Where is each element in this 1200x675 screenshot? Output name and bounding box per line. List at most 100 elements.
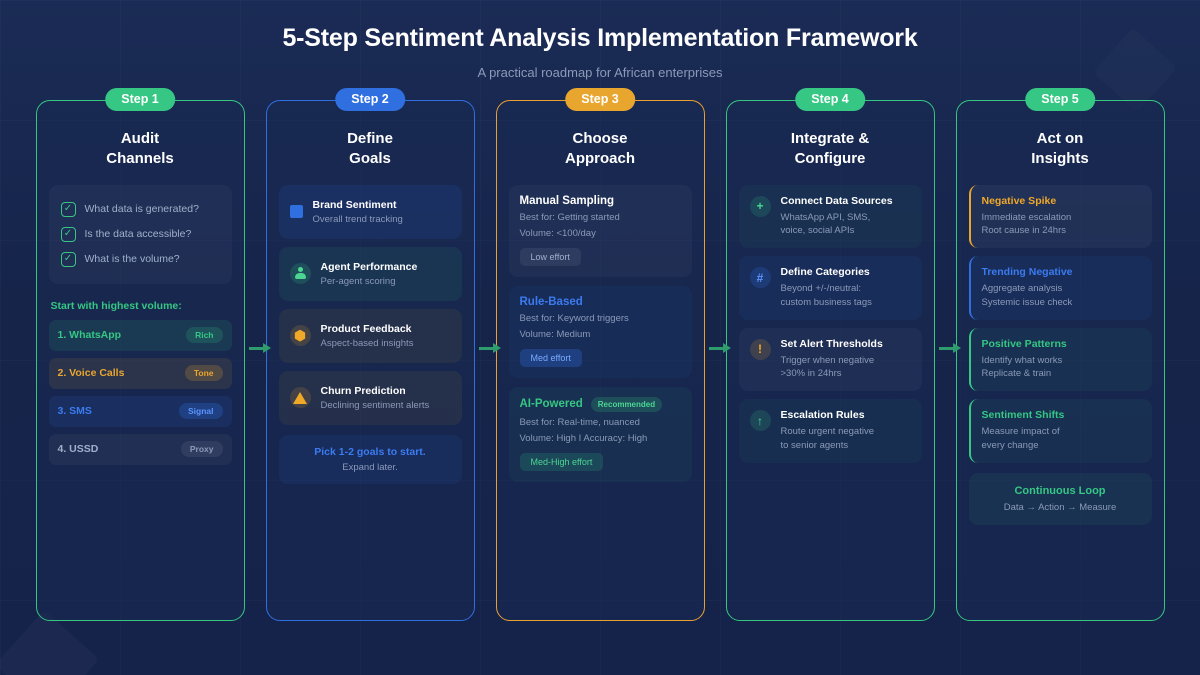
recommended-badge: Recommended (590, 396, 663, 412)
effort-badge: Med effort (519, 348, 582, 367)
checklist-label: What is the volume? (84, 253, 180, 266)
checklist-label: What data is generated? (84, 203, 199, 216)
flow-arrow-icon (708, 343, 731, 353)
channel-row[interactable]: 1. WhatsApp Rich (48, 319, 232, 351)
goal-description: Declining sentiment alerts (320, 399, 430, 411)
goal-name: Agent Performance (320, 260, 418, 273)
goal-description: Aspect-based insights (320, 337, 414, 349)
goal-tip-sub: Expand later. (342, 461, 398, 473)
goal-description: Per-agent scoring (320, 275, 396, 287)
step-badge: Step 2 (335, 88, 405, 111)
approach-name: AI-Powered (519, 398, 583, 411)
flow-arrow-icon (248, 343, 271, 353)
config-name: Connect Data Sources (780, 194, 893, 207)
channel-row[interactable]: 3. SMS Signal (48, 395, 232, 427)
person-icon (289, 263, 311, 285)
checklist-item[interactable]: ✓ What data is generated? (59, 197, 222, 222)
goal-name: Product Feedback (320, 322, 412, 335)
step-badge: Step 5 (1025, 88, 1095, 111)
goal-name: Brand Sentiment (312, 198, 397, 211)
insight-name: Trending Negative (981, 266, 1073, 279)
approach-detail: Best for: Real-time, nuanced (519, 416, 640, 428)
step-title: Integrate &Configure (790, 130, 870, 167)
approach-name: Rule-Based (519, 295, 583, 308)
channel-badge: Signal (178, 403, 223, 420)
step-card: Integrate &Configure + Connect Data Source… (725, 100, 935, 621)
goal-description: Overall trend tracking (312, 213, 403, 225)
channel-name: 3. SMS (57, 405, 92, 418)
approach-detail: Volume: <100/day (519, 227, 596, 239)
checkbox-checked-icon[interactable]: ✓ (60, 226, 76, 242)
loop-title: Continuous Loop (1014, 484, 1106, 497)
approach-detail: Best for: Getting started (519, 211, 620, 223)
flow-arrow-icon (478, 343, 501, 353)
config-description: Beyond +/-/neutral:custom business tags (780, 283, 872, 308)
hexagon-icon (289, 325, 311, 347)
step-badge: Step 4 (795, 88, 865, 111)
warning-triangle-icon (289, 387, 311, 409)
channel-list-note: Start with highest volume: (50, 299, 182, 312)
checkbox-checked-icon[interactable]: ✓ (60, 201, 76, 217)
effort-badge: Low effort (519, 247, 581, 266)
approach-name: Manual Sampling (519, 194, 615, 207)
flow-arrow-icon (938, 343, 961, 353)
config-description: Trigger when negative>30% in 24hrs (780, 354, 875, 380)
audit-checklist: ✓ What data is generated? ✓Is the data acc… (49, 185, 232, 284)
goal-tip-main: Pick 1-2 goals to start. (314, 445, 426, 458)
insight-name: Sentiment Shifts (981, 409, 1065, 422)
channel-name: 4. USSD (57, 443, 99, 456)
checklist-item[interactable]: ✓ What is the volume? (59, 247, 222, 272)
alert-icon: ! (749, 338, 771, 360)
page-subtitle: A practical roadmap for African enterpri… (477, 65, 723, 80)
config-name: Define Categories (780, 266, 870, 279)
channel-badge: Proxy (180, 441, 223, 458)
channel-badge: Tone (184, 365, 223, 382)
header: 5-Step Sentiment Analysis Implementation… (0, 24, 1200, 80)
insight-name: Positive Patterns (981, 337, 1067, 350)
approach-detail: Best for: Keyword triggers (519, 312, 629, 324)
config-name: Escalation Rules (780, 409, 865, 422)
step-badge: Step 3 (565, 88, 635, 111)
arrow-up-icon: ↑ (749, 410, 771, 432)
channel-name: 2. Voice Calls (57, 367, 125, 380)
page-title: 5-Step Sentiment Analysis Implementation… (282, 24, 918, 52)
channel-row[interactable]: 4. USSD Proxy (48, 433, 232, 465)
checklist-item[interactable]: ✓Is the data accessible? (59, 222, 222, 247)
checkbox-checked-icon[interactable]: ✓ (60, 251, 76, 267)
plus-icon: + (749, 195, 771, 217)
blue-square-icon (289, 205, 303, 219)
channel-row[interactable]: 2. Voice Calls Tone (48, 357, 232, 389)
channel-badge: Rich (186, 327, 223, 344)
approach-detail: Volume: Medium (519, 328, 591, 340)
channel-name: 1. WhatsApp (57, 329, 122, 342)
